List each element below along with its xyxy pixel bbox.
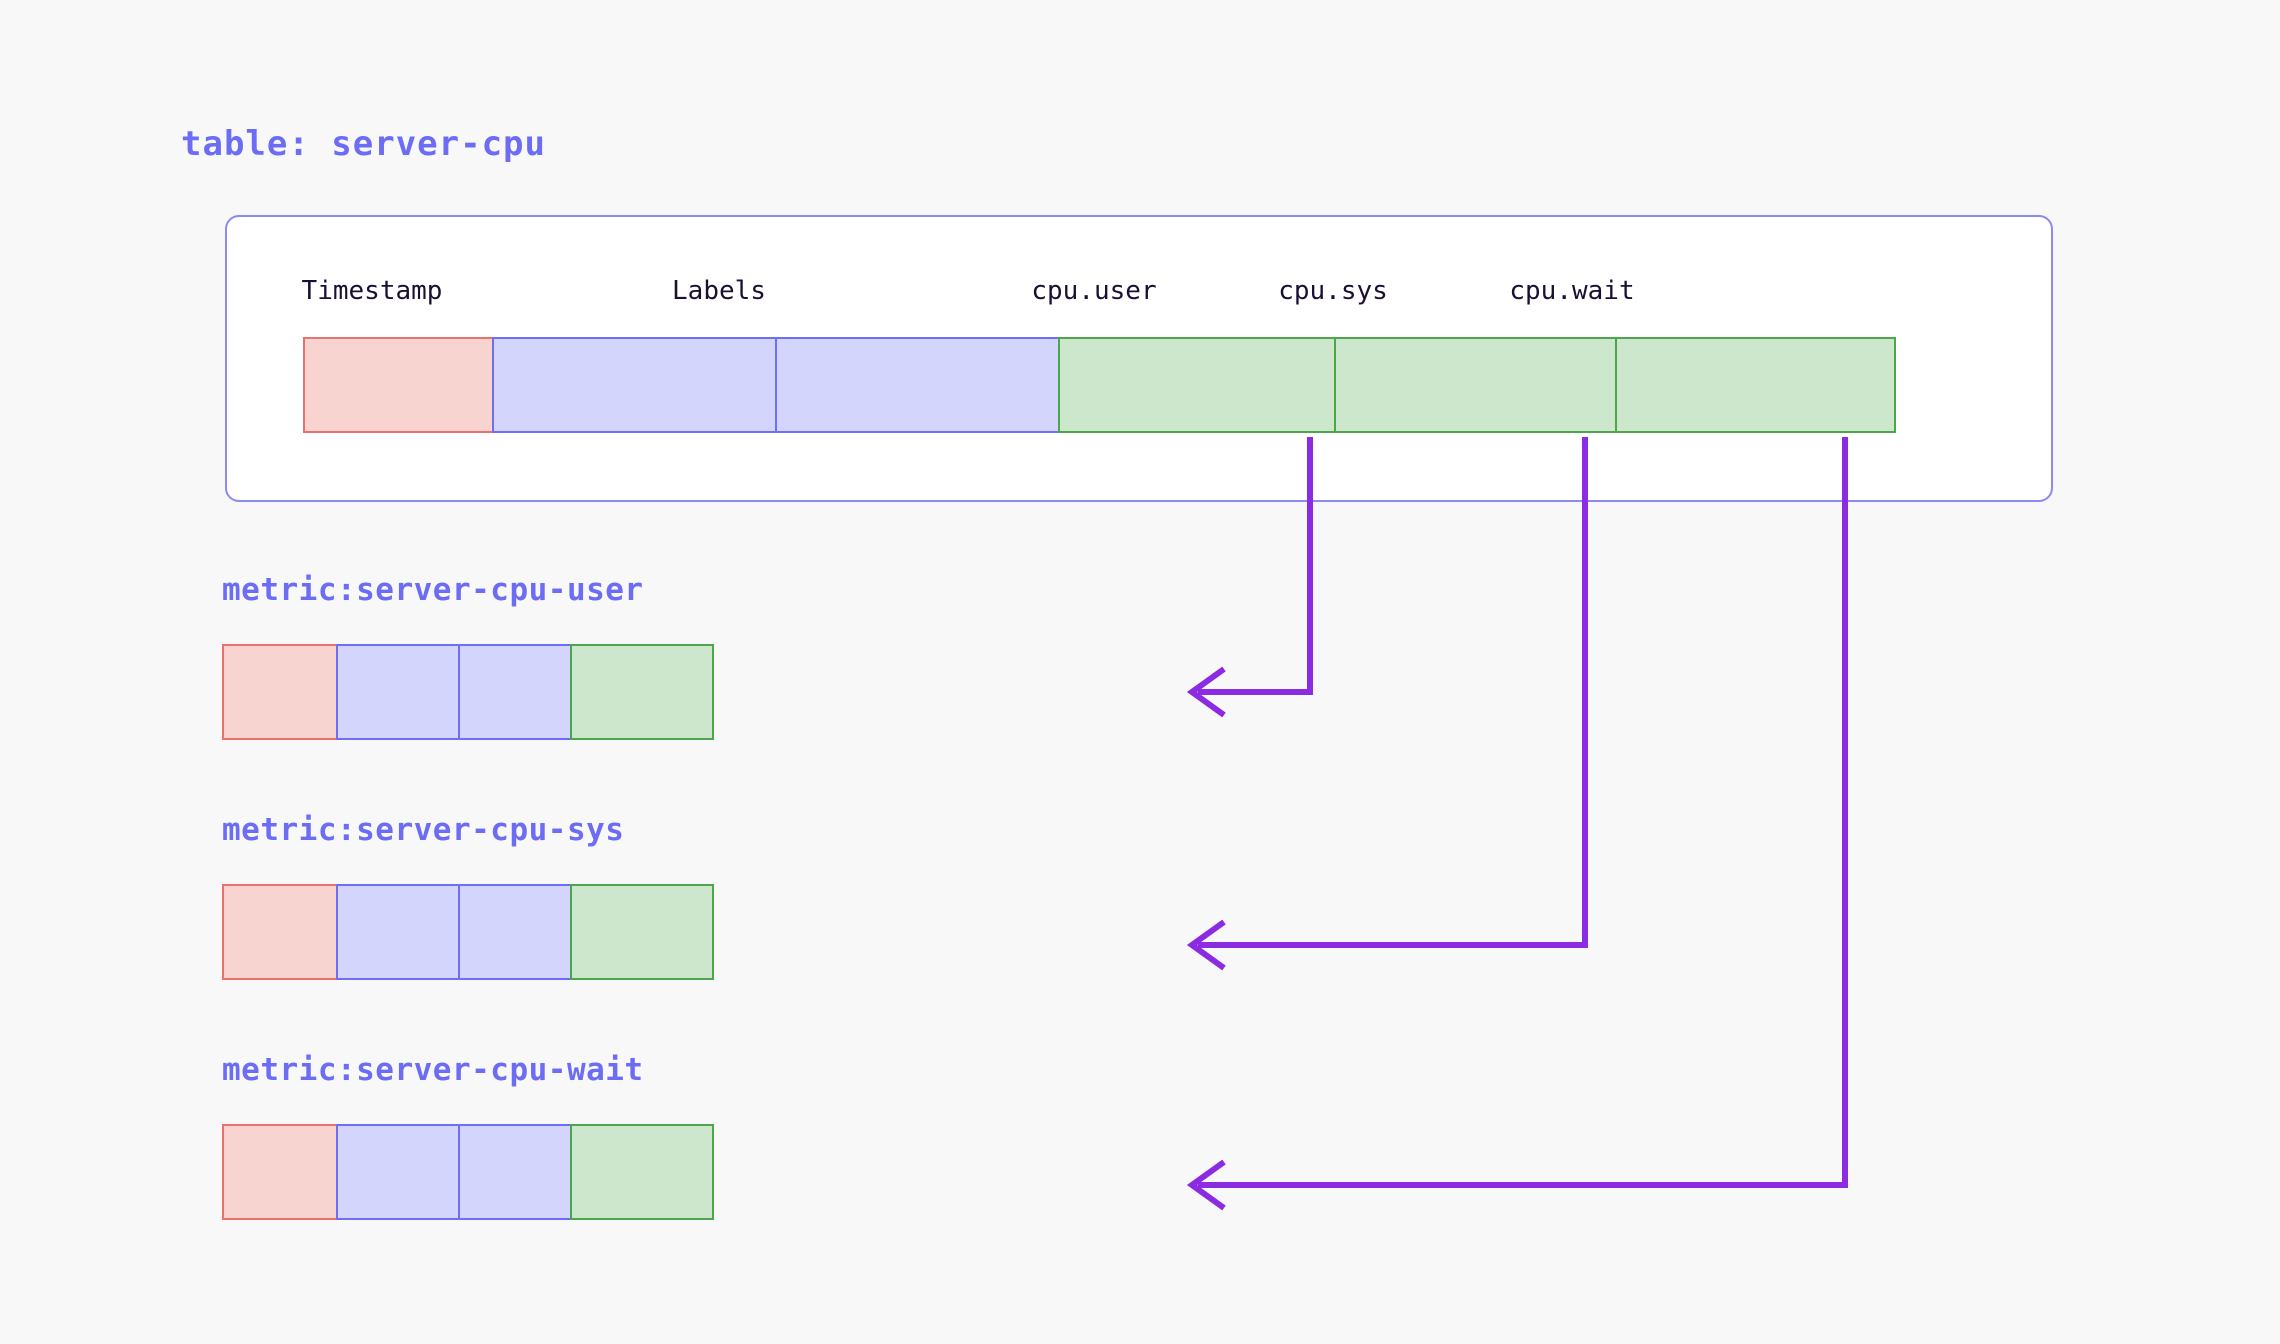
table-cell-ts xyxy=(303,337,494,433)
table-cell-lbl xyxy=(492,337,777,433)
metric-cell-lbl xyxy=(458,884,572,980)
metric-cell-lbl xyxy=(336,884,460,980)
column-header-cpu-user: cpu.user xyxy=(1031,276,1157,306)
column-header-Timestamp: Timestamp xyxy=(301,276,443,306)
column-header-cpu-wait: cpu.wait xyxy=(1509,276,1635,306)
column-header-Labels: Labels xyxy=(672,276,766,306)
column-header-cpu-sys: cpu.sys xyxy=(1278,276,1388,306)
metric-row-1 xyxy=(222,884,714,980)
table-cell-val xyxy=(1615,337,1896,433)
table-cell-val xyxy=(1334,337,1617,433)
metric-cell-ts xyxy=(222,884,338,980)
table-cell-val xyxy=(1058,337,1336,433)
table-title: table: server-cpu xyxy=(181,124,546,164)
cpu-wait-to-metric xyxy=(1186,437,1848,1211)
metric-title-2: metric:server-cpu-wait xyxy=(222,1052,644,1088)
metric-cell-val xyxy=(570,1124,714,1220)
metric-cell-ts xyxy=(222,1124,338,1220)
metric-cell-lbl xyxy=(336,644,460,740)
metric-cell-ts xyxy=(222,644,338,740)
metric-title-0: metric:server-cpu-user xyxy=(222,572,644,608)
table-row xyxy=(303,337,1896,433)
metric-row-0 xyxy=(222,644,714,740)
metric-cell-val xyxy=(570,884,714,980)
table-cell-lbl xyxy=(775,337,1060,433)
cpu-sys-to-metric xyxy=(1186,437,1588,971)
metric-row-2 xyxy=(222,1124,714,1220)
metric-cell-val xyxy=(570,644,714,740)
metric-cell-lbl xyxy=(458,644,572,740)
metric-cell-lbl xyxy=(458,1124,572,1220)
metric-cell-lbl xyxy=(336,1124,460,1220)
metric-title-1: metric:server-cpu-sys xyxy=(222,812,625,848)
